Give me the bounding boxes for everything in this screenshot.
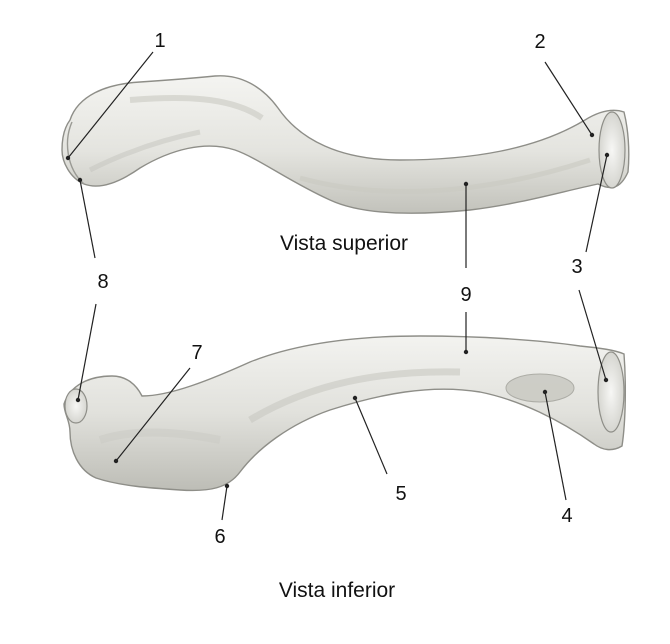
leader-2 — [544, 61, 593, 136]
leader-7-dot — [113, 458, 119, 464]
label-8: 8 — [97, 271, 108, 293]
leader-4-dot — [542, 389, 548, 395]
sternal-facet-inferior — [64, 388, 88, 424]
label-6: 6 — [214, 526, 225, 548]
leader-5 — [354, 397, 388, 475]
label-1: 1 — [154, 30, 165, 52]
clavicle-inferior-bone — [63, 335, 627, 492]
label-4: 4 — [561, 505, 572, 527]
leader-lines — [65, 51, 610, 521]
leader-3-top — [585, 154, 608, 253]
number-labels: 1 2 3 8 9 7 5 4 6 — [97, 30, 582, 548]
superior-shading-ridge — [129, 95, 264, 121]
leader-3-top-dot — [604, 152, 610, 158]
inferior-shading-subclavian-groove — [248, 368, 461, 424]
leader-8-bottom-dot — [75, 397, 81, 403]
leader-5-dot — [352, 395, 358, 401]
inferior-shading-medial — [98, 428, 221, 444]
clavicle-superior-view — [61, 75, 630, 214]
leader-6-dot — [224, 483, 230, 489]
leader-8-top — [79, 179, 96, 259]
leader-9-bottom-dot — [463, 349, 469, 355]
acromial-facet-inferior — [597, 351, 625, 433]
acromial-facet-superior — [598, 111, 626, 189]
leader-1-dot — [65, 155, 71, 161]
leader-8-bottom — [77, 303, 97, 401]
clavicle-inferior-view — [63, 335, 627, 492]
label-9-top: 9 — [460, 284, 471, 306]
superior-shading-shaft — [299, 157, 591, 195]
label-5: 5 — [395, 483, 406, 505]
leader-4 — [544, 391, 567, 501]
leader-9-top-dot — [463, 181, 469, 187]
leader-1 — [67, 51, 154, 159]
caption-superior-view: Vista superior — [280, 232, 408, 255]
leader-8-top-dot — [77, 177, 83, 183]
label-3-top: 3 — [571, 256, 582, 278]
caption-inferior-view: Vista inferior — [279, 579, 395, 602]
leader-7 — [115, 367, 191, 462]
label-2: 2 — [534, 31, 545, 53]
conoid-tubercle-area — [505, 373, 575, 403]
leader-3-bottom — [578, 289, 607, 381]
superior-shading-medial — [88, 129, 201, 173]
label-7: 7 — [191, 342, 202, 364]
leader-2-dot — [589, 132, 595, 138]
leader-6 — [221, 485, 228, 521]
leader-3-bottom-dot — [603, 377, 609, 383]
